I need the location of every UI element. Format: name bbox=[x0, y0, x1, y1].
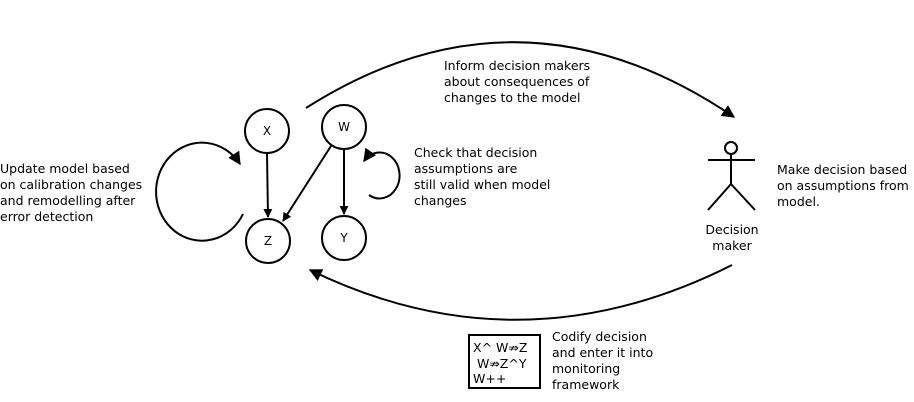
inform-arc-arrow bbox=[305, 41, 736, 118]
node-x: X bbox=[244, 108, 290, 154]
code-line: W⇏Z^Y bbox=[473, 355, 527, 371]
update-loop-arrow bbox=[155, 141, 244, 242]
node-z: Z bbox=[245, 218, 291, 264]
edge-w-z bbox=[282, 145, 332, 222]
decision-maker-actor-icon bbox=[707, 141, 756, 211]
check-label: Check that decision assumptions are stil… bbox=[414, 145, 551, 208]
node-y-label: Y bbox=[339, 231, 348, 245]
edge-x-z bbox=[263, 152, 273, 218]
node-w: W bbox=[321, 104, 367, 150]
node-z-label: Z bbox=[264, 234, 272, 248]
node-y: Y bbox=[321, 215, 367, 261]
make-decision-label: Make decision based on assumptions from … bbox=[777, 162, 909, 209]
node-x-label: X bbox=[263, 124, 271, 138]
code-line: X^ W⇏Z bbox=[473, 340, 528, 355]
update-model-label: Update model based on calibration change… bbox=[0, 161, 143, 224]
node-w-label: W bbox=[338, 120, 350, 134]
check-loop-arrow bbox=[363, 147, 401, 200]
inform-label: Inform decision makers about consequence… bbox=[444, 58, 591, 105]
codify-label: Codify decision and enter it into monito… bbox=[552, 329, 654, 392]
decision-maker-label: Decision maker bbox=[705, 222, 759, 253]
codify-arc-arrow bbox=[308, 264, 733, 321]
codified-decision-box: X^ W⇏Z W⇏Z^Y W++ bbox=[468, 334, 541, 389]
code-line: W++ bbox=[473, 371, 507, 386]
